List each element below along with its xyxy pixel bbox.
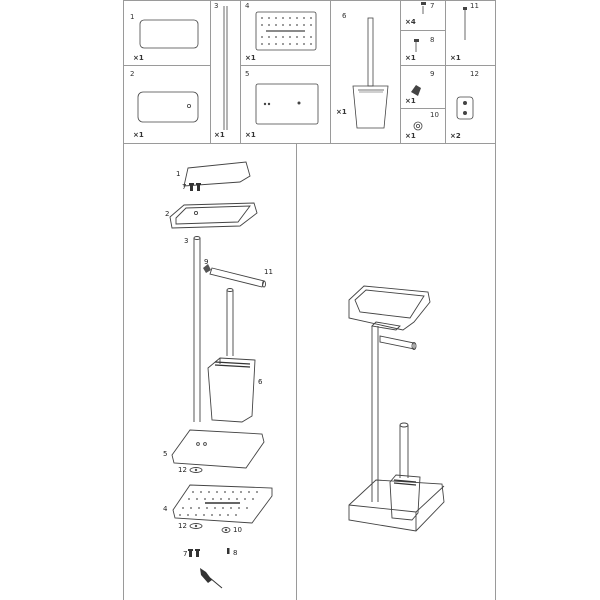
part-quantity: ×1 (405, 97, 416, 105)
part-quantity: ×1 (214, 131, 225, 139)
grid-left-border (123, 0, 124, 143)
part-4-holes (261, 17, 312, 45)
grid-right-border (495, 0, 496, 143)
label-tray: 2 (165, 210, 170, 218)
part-number: 5 (245, 70, 250, 78)
part-quantity: ×1 (133, 54, 144, 62)
assembly-right-border (495, 143, 496, 600)
assembly-rod (209, 267, 265, 288)
part-number: 12 (470, 70, 479, 78)
part-number: 2 (130, 70, 135, 78)
assembly-base-holes (179, 491, 258, 516)
label-screws-top: 7 (182, 183, 187, 191)
part-12-bracket (456, 96, 474, 120)
assembly-brush-bristles (214, 361, 251, 368)
part-quantity: ×1 (336, 108, 347, 116)
assembly-cap (221, 527, 231, 533)
label-clip: 9 (204, 258, 209, 266)
part-quantity: ×1 (245, 131, 256, 139)
assembly-bracket-b (189, 523, 203, 529)
assembly-divider (296, 143, 297, 600)
screwdriver-icon (200, 568, 223, 589)
part-2-tray (137, 91, 199, 123)
label-rod: 11 (264, 268, 273, 276)
part-number: 11 (470, 2, 479, 10)
grid-row-left (123, 65, 210, 66)
label-cap: 10 (233, 526, 242, 534)
grid-row-right-2 (400, 65, 495, 66)
part-1-glass-plate (139, 19, 199, 49)
part-number: 1 (130, 13, 135, 21)
part-number: 4 (245, 2, 250, 10)
part-4-perforated-base (255, 11, 317, 51)
grid-row-right-3 (400, 108, 445, 109)
part-number: 10 (430, 111, 439, 119)
label-bracket-a: 12 (178, 466, 187, 474)
assembly-tray (169, 202, 258, 229)
assembly-perforated-base (172, 484, 273, 524)
part-6-brush-cup (352, 85, 389, 129)
grid-col-b (240, 0, 241, 143)
assembly-clip (203, 264, 211, 273)
grid-row-mid (240, 65, 330, 66)
part-9-clip (411, 85, 421, 96)
assembled-bristles (393, 479, 417, 486)
part-10-cap (413, 121, 423, 131)
part-number: 7 (430, 2, 435, 10)
assembly-screws (188, 183, 230, 557)
grid-col-c (330, 0, 331, 143)
label-glass-plate: 1 (176, 170, 181, 178)
part-number: 9 (430, 70, 435, 78)
label-bracket-b: 12 (178, 522, 187, 530)
assembled-brush-cup (389, 474, 421, 521)
grid-col-a (210, 0, 211, 143)
label-perforated-base: 4 (163, 505, 168, 513)
grid-top-border (123, 0, 496, 1)
part-number: 6 (342, 12, 347, 20)
part-quantity: ×1 (405, 132, 416, 140)
part-5-base-plate (255, 83, 319, 125)
part-quantity: ×4 (405, 18, 416, 26)
assembled-base (348, 479, 445, 532)
assembly-left-border (123, 143, 124, 600)
grid-col-e (445, 0, 446, 143)
part-quantity: ×2 (450, 132, 461, 140)
grid-bottom-border (123, 143, 496, 144)
assembly-bracket-a (189, 467, 203, 473)
part-number: 3 (214, 2, 219, 10)
label-screw: 8 (233, 549, 238, 557)
assembly-glass-plate (183, 161, 251, 187)
label-base-plate: 5 (163, 450, 168, 458)
part-quantity: ×1 (450, 54, 461, 62)
part-number: 8 (430, 36, 435, 44)
part-quantity: ×1 (133, 131, 144, 139)
label-brush-holder: 6 (258, 378, 263, 386)
part-quantity: ×1 (405, 54, 416, 62)
assembly-base-plate (171, 429, 265, 469)
grid-row-right-1 (400, 30, 445, 31)
label-pole: 3 (184, 237, 189, 245)
assembled-paper-rod (379, 335, 415, 350)
part-quantity: ×1 (245, 54, 256, 62)
label-screws-bottom: 7 (183, 550, 188, 558)
assembled-tray (348, 285, 431, 331)
grid-col-d (400, 0, 401, 143)
